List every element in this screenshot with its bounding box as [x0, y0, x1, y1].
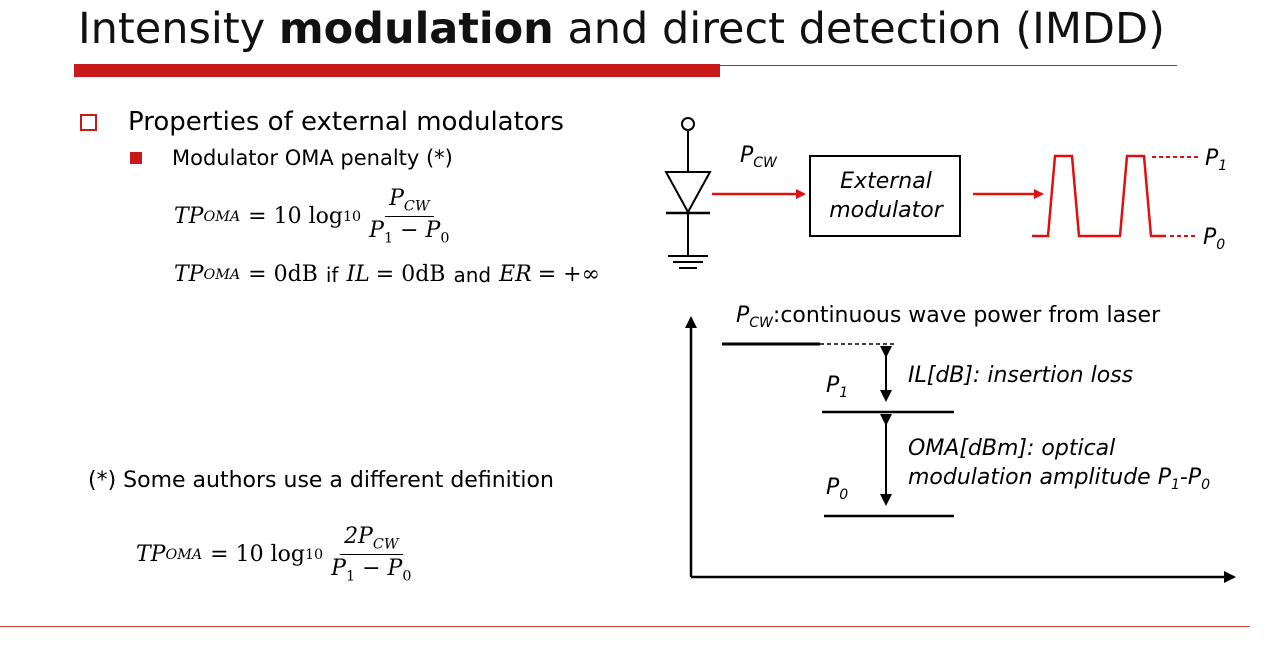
pcw-desc-label: PCW:continuous wave power from laser: [736, 303, 1161, 331]
fraction: 2PCW P1 − P0: [331, 524, 412, 585]
title-underline-thin: [720, 65, 1177, 66]
oma-desc-line2: modulation amplitude P1-P0: [908, 465, 1210, 493]
fraction: PCW P1 − P0: [369, 186, 450, 247]
pcw-label: PCW: [740, 143, 778, 171]
filled-square-bullet-icon: [130, 152, 142, 164]
footer-divider: [0, 626, 1250, 627]
laser-diode-icon: [664, 117, 712, 269]
bullet-level2-text: Modulator OMA penalty (*): [172, 146, 453, 170]
oma-desc-line1: OMA[dBm]: optical: [908, 436, 1115, 461]
modulator-label-line1: External: [840, 169, 932, 194]
footnote-alternative-definition: (*) Some authors use a different definit…: [88, 468, 554, 493]
bullet-level1: Properties of external modulators: [80, 107, 564, 137]
bullet-level2: Modulator OMA penalty (*): [130, 146, 453, 170]
output-pulse-waveform: [1032, 154, 1166, 238]
title-bold-word: modulation: [278, 4, 554, 54]
title-underline-bar: [74, 64, 720, 77]
modulator-label-line2: modulator: [829, 198, 944, 223]
p1-label: P1: [1205, 146, 1227, 174]
il-desc-label: IL[dB]: insertion loss: [908, 363, 1133, 388]
p1-level-label: P1: [826, 373, 848, 401]
p0-level-label: P0: [826, 475, 848, 503]
bullet-level1-text: Properties of external modulators: [128, 107, 564, 137]
hollow-square-bullet-icon: [80, 113, 97, 131]
page-title: Intensity modulation and direct detectio…: [78, 4, 1165, 54]
p0-label: P0: [1203, 225, 1225, 253]
external-modulator-box: [809, 155, 961, 237]
